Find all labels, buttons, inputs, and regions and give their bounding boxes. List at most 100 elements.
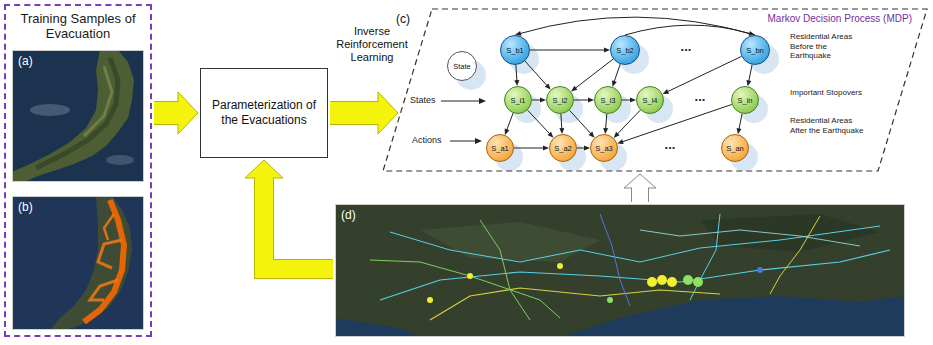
transition-line xyxy=(625,25,750,35)
road-line xyxy=(370,260,560,318)
node-text: S_i4 xyxy=(642,96,657,105)
transition-line xyxy=(606,114,607,129)
place-dot xyxy=(757,267,763,273)
transition-arrow xyxy=(559,114,564,134)
node-text: S_b2 xyxy=(616,46,634,55)
place-dot xyxy=(657,275,667,285)
state-circle: S_a3 xyxy=(590,134,618,162)
place-dot xyxy=(667,277,677,287)
transition-line xyxy=(516,65,517,81)
node-text: (c) xyxy=(396,12,410,26)
transition-arrow xyxy=(532,98,546,103)
node-text: S_b1 xyxy=(506,46,524,55)
transition-arrow xyxy=(514,146,549,151)
node-text: S_i2 xyxy=(552,96,567,105)
transition-arrow xyxy=(603,114,608,134)
mdp-outline-shape xyxy=(383,9,927,171)
road-line xyxy=(390,226,880,262)
map-cloud xyxy=(106,155,134,165)
state-circle: S_i1 xyxy=(504,86,532,114)
state-circle: S_i2 xyxy=(546,86,574,114)
place-dot xyxy=(693,277,703,287)
node-text: Training Samples of Evacuation xyxy=(6,6,150,41)
transition-line xyxy=(525,61,547,86)
arrow-outline xyxy=(631,187,649,202)
arrow-head xyxy=(178,92,198,134)
arrow-head xyxy=(614,132,620,138)
transition-line xyxy=(532,100,541,101)
transition-arrow xyxy=(505,113,513,135)
legend-circle: State xyxy=(447,51,477,81)
arrow-shaft xyxy=(632,187,648,202)
state-circle: S_in xyxy=(731,86,759,114)
state-circle: S_a2 xyxy=(549,134,577,162)
map-cloud xyxy=(30,104,70,116)
transition-arrow xyxy=(574,98,594,103)
annotation-label: ... xyxy=(673,40,699,54)
arrow-head xyxy=(505,128,510,135)
map-sea xyxy=(12,196,144,330)
node-text: S_a2 xyxy=(554,144,572,153)
map-land xyxy=(50,196,132,330)
place-dot xyxy=(427,297,433,303)
node-text: State xyxy=(453,62,471,71)
process-arrow xyxy=(330,92,398,134)
map-sea xyxy=(12,50,144,182)
state-circle: S_an xyxy=(721,134,749,162)
state-circle: S_i3 xyxy=(594,86,622,114)
transition-line xyxy=(528,110,550,134)
transition-line xyxy=(560,114,562,129)
place-dot xyxy=(647,277,657,287)
transition-arrow xyxy=(514,65,519,86)
arrow-shaft xyxy=(264,177,333,269)
road-line xyxy=(430,288,720,320)
arrow-head xyxy=(624,174,656,188)
transition-arrow xyxy=(737,114,743,135)
transition-line xyxy=(574,100,589,101)
transition-arrow xyxy=(577,146,590,151)
transition-arrow xyxy=(747,65,753,87)
node-text: Markov Decision Process (MDP) xyxy=(768,13,912,25)
node-text: S_an xyxy=(726,144,744,153)
road-line xyxy=(770,216,820,294)
arrow-outline xyxy=(330,101,379,125)
evacuation-trace xyxy=(90,280,118,300)
annotation-label: Actions xyxy=(412,135,442,146)
arrow-head xyxy=(617,139,623,144)
node-text: (d) xyxy=(341,208,356,222)
place-dot xyxy=(467,273,473,279)
node-text: S_a1 xyxy=(491,144,509,153)
road-line xyxy=(640,230,860,246)
transition-line xyxy=(530,50,605,51)
transition-arrow xyxy=(612,64,620,87)
map-terrain xyxy=(700,214,880,252)
transition-arrow xyxy=(530,48,610,53)
map-ridge xyxy=(84,66,112,136)
evacuation-trace xyxy=(98,240,122,268)
transition-line xyxy=(622,100,631,101)
node-text: (b) xyxy=(18,200,33,214)
transition-arrow xyxy=(525,61,551,90)
evacuation-trace xyxy=(84,200,124,322)
state-circle: S_a1 xyxy=(486,134,514,162)
place-dot xyxy=(683,275,693,285)
map-image: (b) xyxy=(12,196,144,330)
transition-arrow xyxy=(528,110,554,138)
annotation-label: Residential Areas After the Earthquake xyxy=(790,116,864,135)
road-line xyxy=(600,214,630,306)
arrow-head xyxy=(245,160,283,178)
process-arrow xyxy=(245,160,333,269)
map-land xyxy=(335,204,905,337)
node-text: S_i3 xyxy=(600,96,615,105)
leader-head xyxy=(475,138,482,144)
leader-head xyxy=(479,98,486,104)
road-line xyxy=(690,214,720,300)
transition-line xyxy=(739,114,742,130)
arrow-outline xyxy=(264,177,333,269)
transition-line xyxy=(570,110,592,134)
annotation-label: States xyxy=(410,95,436,106)
map-terrain xyxy=(420,222,600,262)
annotation-label: ... xyxy=(687,90,713,104)
place-dot xyxy=(607,297,613,303)
node-text: (a) xyxy=(18,54,33,68)
